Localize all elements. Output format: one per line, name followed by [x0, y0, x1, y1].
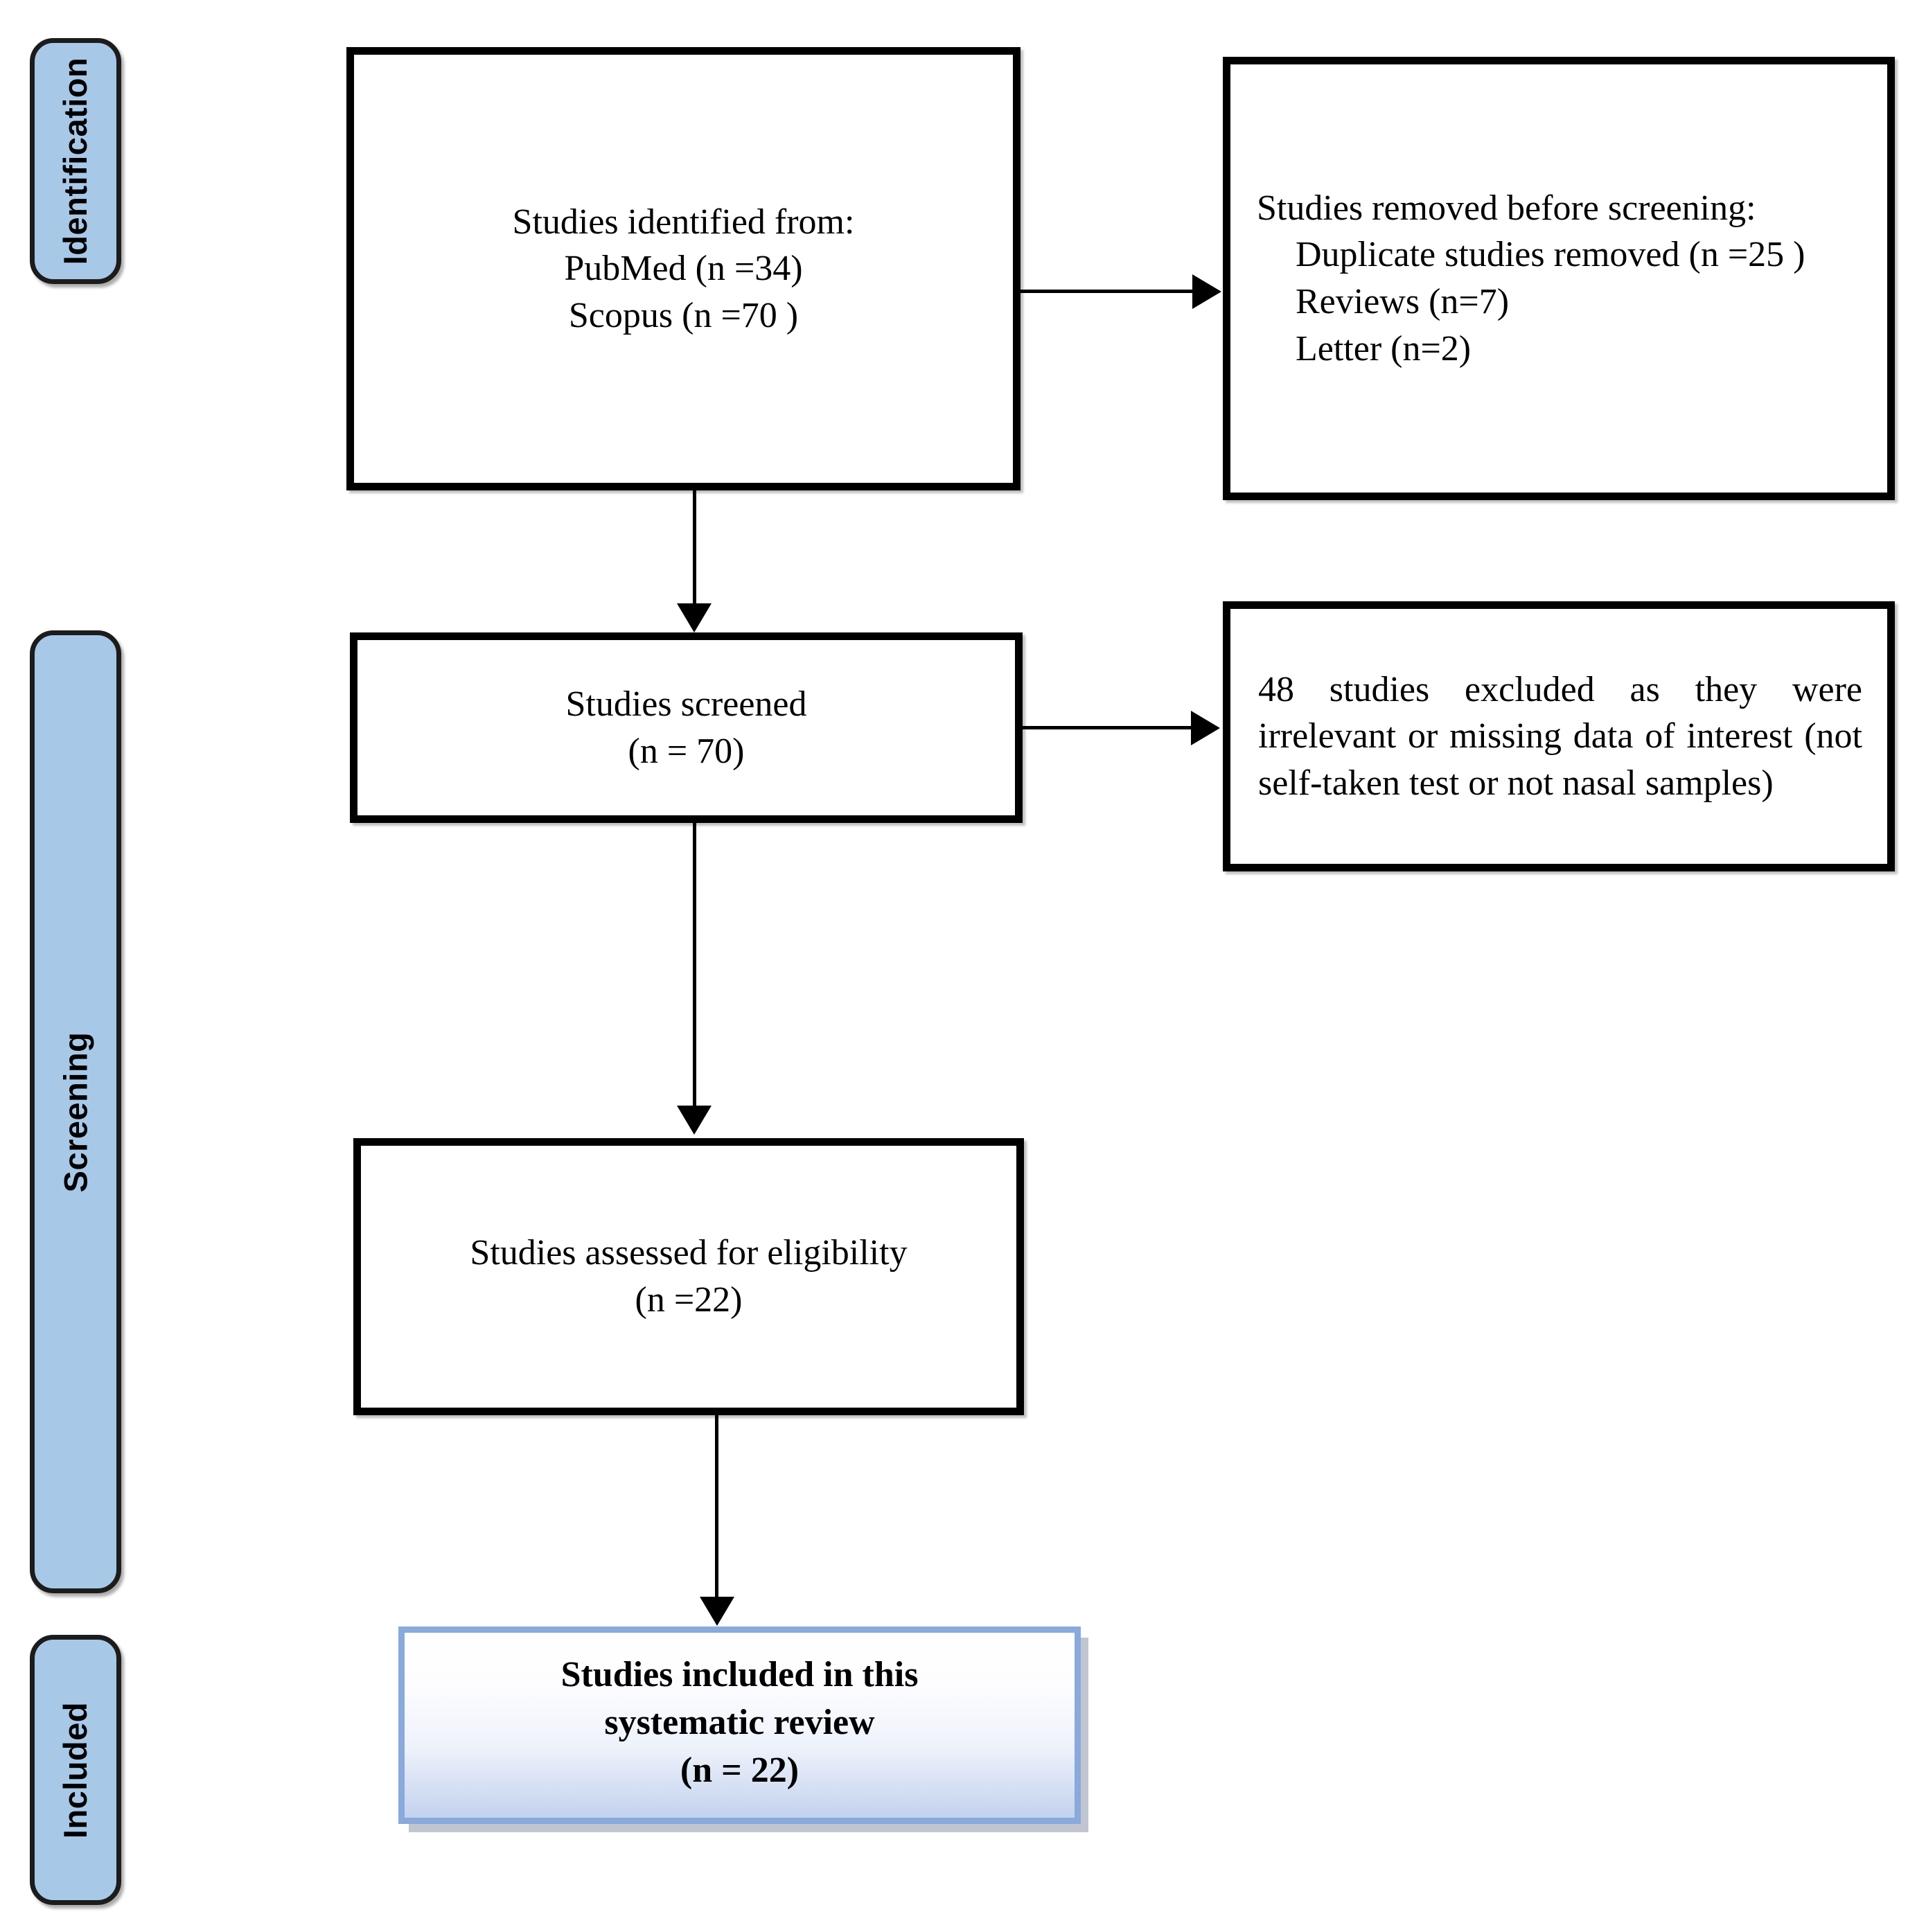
connector-screened-to-eligibility	[693, 823, 696, 1107]
arrowhead-down-icon	[677, 1106, 712, 1135]
included-line-3: (n = 22)	[680, 1751, 800, 1791]
arrowhead-down-icon	[700, 1597, 734, 1626]
identified-line-1: Studies identified from:	[512, 202, 855, 242]
identified-line-3: Scopus (n =70 )	[568, 295, 799, 335]
connector-eligibility-to-included	[715, 1415, 718, 1601]
removed-line-3: Reviews (n=7)	[1296, 282, 1510, 321]
arrowhead-right-icon	[1191, 711, 1220, 745]
box-studies-identified: Studies identified from: PubMed (n =34) …	[346, 47, 1021, 490]
identified-line-2: PubMed (n =34)	[564, 249, 803, 289]
phase-label-included: Included	[57, 1701, 94, 1838]
box-studies-screened: Studies screened (n = 70)	[350, 632, 1023, 823]
box-studies-excluded: 48 studies excluded as they were irrelev…	[1223, 601, 1895, 871]
arrowhead-right-icon	[1192, 274, 1221, 309]
excluded-line-1: 48 studies excluded as they were irrelev…	[1258, 669, 1862, 803]
box-studies-removed-before-screening: Studies removed before screening: Duplic…	[1223, 57, 1895, 500]
connector-identified-to-removed	[1021, 290, 1194, 293]
eligibility-line-2: (n =22)	[635, 1280, 743, 1320]
box-studies-assessed-for-eligibility: Studies assessed for eligibility (n =22)	[353, 1138, 1024, 1415]
phase-label-screening: Screening	[57, 1031, 94, 1192]
connector-screened-to-excluded	[1023, 726, 1192, 729]
screened-line-2: (n = 70)	[628, 731, 745, 771]
arrowhead-down-icon	[677, 603, 712, 632]
removed-line-1: Studies removed before screening:	[1257, 188, 1756, 228]
eligibility-line-1: Studies assessed for eligibility	[470, 1233, 908, 1273]
connector-identified-to-screened	[693, 490, 696, 608]
removed-line-2: Duplicate studies removed (n =25 )	[1296, 235, 1805, 275]
phase-tab-included: Included	[30, 1635, 121, 1905]
removed-line-4: Letter (n=2)	[1296, 328, 1472, 369]
phase-tab-screening: Screening	[30, 630, 121, 1593]
screened-line-1: Studies screened	[565, 684, 807, 724]
box-studies-included-in-review: Studies included in this systematic revi…	[398, 1627, 1081, 1824]
phase-label-identification: Identification	[57, 57, 94, 265]
included-line-1: Studies included in this	[560, 1655, 919, 1694]
phase-tab-identification: Identification	[30, 38, 121, 284]
included-line-2: systematic review	[604, 1703, 875, 1743]
